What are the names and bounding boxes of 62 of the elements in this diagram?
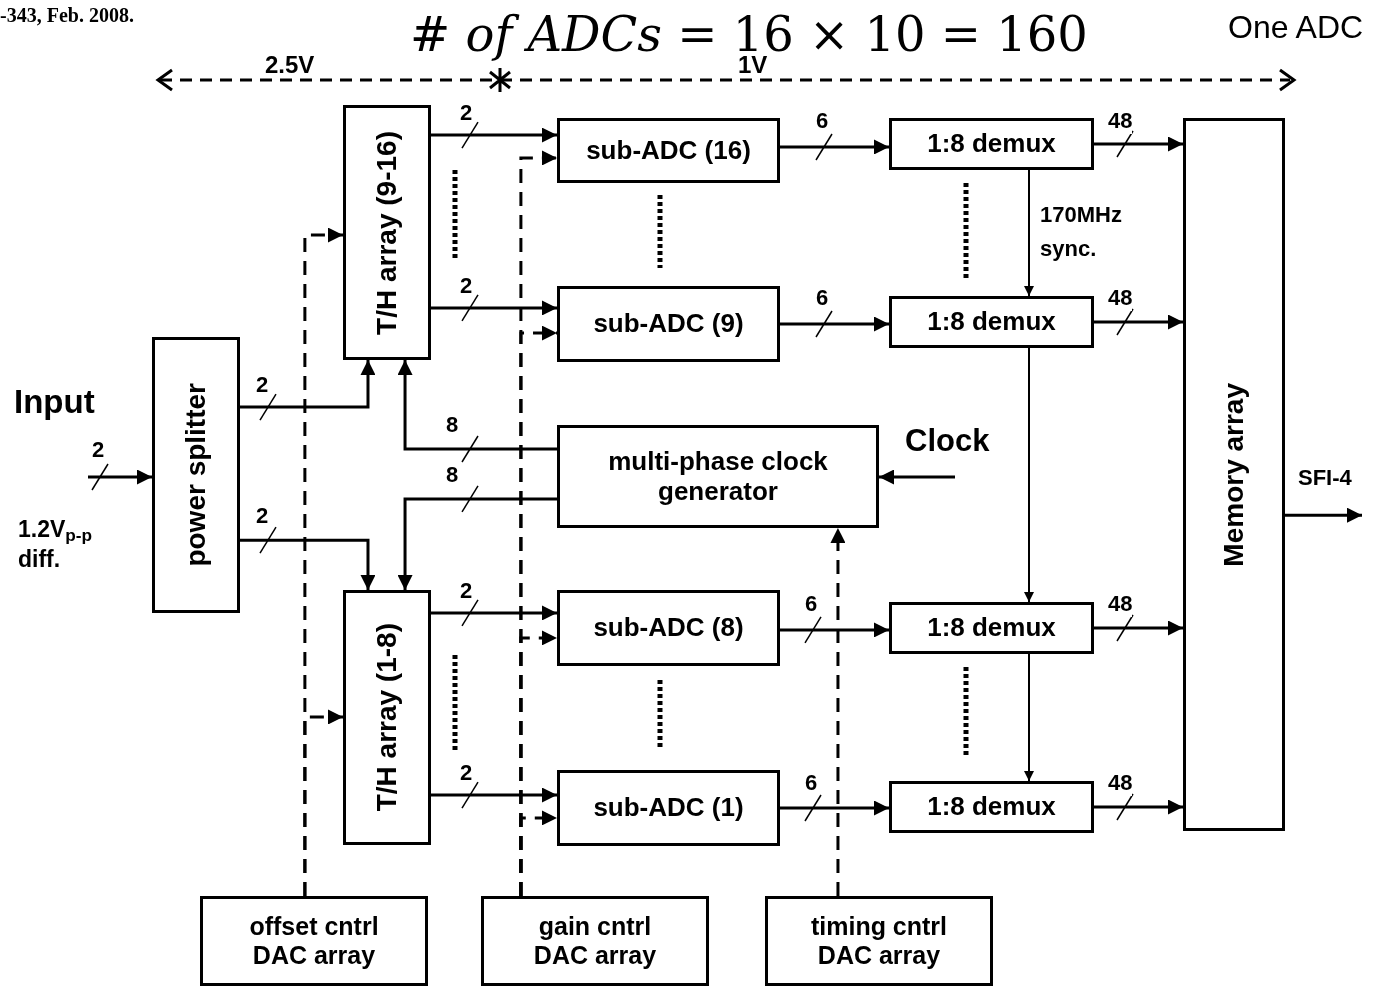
arrow xyxy=(240,538,376,590)
arrow xyxy=(1094,314,1183,330)
arrow xyxy=(431,787,557,803)
arrow xyxy=(397,360,557,451)
vertical-block xyxy=(1183,118,1285,831)
dashed-arrow xyxy=(830,528,846,896)
block xyxy=(765,896,993,986)
block-label: 1:8 demux xyxy=(926,792,1057,822)
block xyxy=(481,896,709,986)
block-label: gain cntrl DAC array xyxy=(532,912,658,970)
arrow xyxy=(1094,620,1183,636)
text-label: One ADC xyxy=(1228,10,1364,44)
edge-label: Clock xyxy=(905,428,990,454)
arrow xyxy=(240,360,376,409)
vertical-block xyxy=(343,590,431,845)
block xyxy=(889,781,1094,833)
arrow xyxy=(1285,507,1362,523)
block xyxy=(557,118,780,183)
arrow xyxy=(1094,136,1183,152)
text-label: 2.5V xyxy=(265,50,315,80)
block xyxy=(889,118,1094,170)
block-label: T/H array (1-8) xyxy=(370,623,403,812)
arrow xyxy=(1024,169,1034,297)
arrow xyxy=(1094,799,1183,815)
dashed-arrow xyxy=(303,709,343,896)
arrow xyxy=(88,469,152,485)
arrow xyxy=(879,469,955,485)
block-label: T/H array (9-16) xyxy=(370,130,403,335)
arrow xyxy=(431,127,557,143)
block-label: Memory array xyxy=(1217,382,1250,567)
arrow xyxy=(431,300,557,316)
block xyxy=(557,286,780,362)
block-label: sub-ADC (16) xyxy=(585,135,752,166)
arrow xyxy=(1024,653,1034,782)
block xyxy=(557,770,780,846)
block xyxy=(889,602,1094,654)
block-label: offset cntrl DAC array xyxy=(248,912,380,970)
block xyxy=(557,425,879,528)
dashed-arrow xyxy=(519,810,557,896)
block-label: power splitter xyxy=(179,383,212,567)
block xyxy=(557,590,780,666)
block xyxy=(889,296,1094,348)
block-label: sub-ADC (1) xyxy=(592,793,745,823)
text-label: 1.2V$_{p-p}$ diff. xyxy=(18,515,94,574)
text-label: -343, Feb. 2008. xyxy=(0,3,134,28)
block xyxy=(200,896,428,986)
arrow xyxy=(780,139,889,155)
block-label: sub-ADC (9) xyxy=(592,309,745,339)
arrow xyxy=(1024,347,1034,603)
block-label: timing cntrl DAC array xyxy=(809,912,949,970)
block-label: multi-phase clock generator xyxy=(607,446,829,507)
block-label: 1:8 demux xyxy=(926,129,1057,159)
vertical-block xyxy=(343,105,431,360)
arrow xyxy=(431,605,557,621)
arrow xyxy=(780,316,889,332)
block-label: 1:8 demux xyxy=(926,613,1057,643)
vertical-block xyxy=(152,337,240,613)
arrow xyxy=(780,622,889,638)
arrow xyxy=(397,497,557,590)
arrow xyxy=(780,800,889,816)
block-label: sub-ADC (8) xyxy=(592,613,745,643)
block-label: 1:8 demux xyxy=(926,307,1057,337)
